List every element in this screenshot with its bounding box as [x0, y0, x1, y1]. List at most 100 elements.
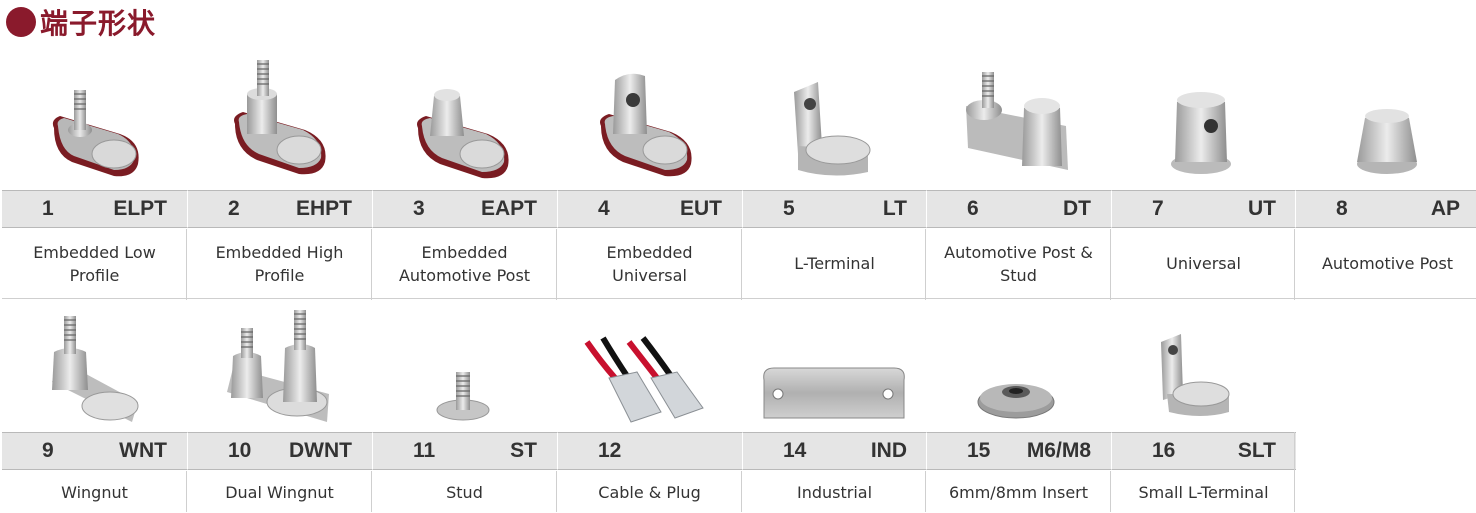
- terminal-name: Small L-Terminal: [1138, 482, 1269, 502]
- terminal-image: [557, 302, 742, 432]
- terminal-name: Wingnut: [61, 482, 128, 502]
- grid-divider: [741, 229, 742, 300]
- terminal-image: [2, 302, 187, 432]
- insert-terminal-icon: [977, 384, 1055, 419]
- terminal-number: 5: [783, 197, 795, 220]
- section-title: 端子形状: [6, 2, 156, 42]
- terminal-name: Stud: [446, 482, 483, 502]
- grid-divider: [371, 229, 372, 300]
- terminal-code: EHPT: [295, 197, 352, 220]
- terminal-code-header: 14 IND: [742, 432, 927, 470]
- bullet-dot-icon: [6, 7, 36, 37]
- terminal-name: Industrial: [796, 482, 873, 502]
- grid-divider: [1110, 229, 1111, 300]
- terminal-number: 16: [1152, 439, 1176, 462]
- terminal-code-header: 3 EAPT: [372, 190, 557, 228]
- cable-plug-icon: [584, 336, 704, 423]
- terminal-image: [372, 50, 557, 190]
- section-title-text: 端子形状: [40, 7, 157, 40]
- wingnut-terminal-icon: [52, 316, 139, 422]
- grid-divider: [186, 229, 187, 300]
- terminal-code-header: 8 AP: [1295, 190, 1476, 228]
- terminal-number: 14: [783, 439, 807, 462]
- terminal-image: [1111, 302, 1296, 432]
- terminal-code-header: 4 EUT: [557, 190, 742, 228]
- grid-divider: [1294, 432, 1295, 512]
- terminal-code: M6/M8: [1026, 439, 1091, 462]
- terminal-number: 6: [967, 197, 979, 220]
- terminal-name: Embedded Automotive Post: [372, 229, 557, 299]
- terminal-name: Universal: [1111, 229, 1296, 299]
- terminal-name: Dual Wingnut: [225, 482, 334, 502]
- terminal-code: EAPT: [480, 197, 537, 220]
- grid-divider: [556, 471, 557, 512]
- stud-terminal-icon: [436, 372, 490, 421]
- universal-terminal-icon: [1171, 92, 1231, 174]
- grid-divider: [925, 229, 926, 300]
- grid-divider: [1110, 471, 1111, 512]
- terminal-code-header: 12: [557, 432, 742, 470]
- industrial-terminal-icon: [763, 367, 905, 419]
- terminal-image: [372, 302, 557, 432]
- terminal-number: 1: [42, 197, 54, 220]
- terminal-code-header: 15 M6/M8: [926, 432, 1111, 470]
- terminal-number: 12: [598, 439, 622, 462]
- terminal-code-header: 11 ST: [372, 432, 557, 470]
- embedded-low-profile-terminal-icon: [52, 90, 139, 177]
- terminal-image: [926, 302, 1111, 432]
- terminal-code-header: 5 LT: [742, 190, 927, 228]
- terminal-number: 2: [228, 197, 240, 220]
- terminal-code-header: 16 SLT: [1111, 432, 1296, 470]
- terminal-code-header: 9 WNT: [2, 432, 187, 470]
- terminal-code: ST: [510, 439, 537, 462]
- terminal-image: [187, 302, 372, 432]
- terminal-code: LT: [882, 197, 907, 220]
- grid-divider: [925, 471, 926, 512]
- small-l-terminal-icon: [1161, 334, 1230, 416]
- terminal-image: [742, 50, 927, 190]
- terminal-code: EUT: [680, 197, 722, 220]
- terminal-name: Embedded High Profile: [187, 229, 372, 299]
- terminal-code: IND: [870, 439, 907, 462]
- terminal-code-header: 7 UT: [1111, 190, 1296, 228]
- terminal-name: Embedded Low Profile: [2, 229, 187, 299]
- terminal-name: L-Terminal: [742, 229, 927, 299]
- automotive-post-terminal-icon: [1357, 109, 1417, 174]
- terminal-image: [926, 50, 1111, 190]
- terminal-name: 6mm/8mm Insert: [948, 482, 1089, 502]
- terminal-code: UT: [1248, 197, 1276, 220]
- terminal-number: 10: [228, 439, 252, 462]
- terminal-code: DWNT: [289, 439, 352, 462]
- embedded-universal-terminal-icon: [600, 73, 692, 177]
- terminal-code-header: 10 DWNT: [187, 432, 372, 470]
- terminal-image: [557, 50, 742, 190]
- dual-wingnut-terminal-icon: [227, 310, 329, 422]
- terminal-name: Embedded Universal: [557, 229, 742, 299]
- terminal-number: 4: [598, 197, 610, 220]
- grid-divider: [186, 471, 187, 512]
- terminal-code: WNT: [119, 439, 167, 462]
- terminal-code: SLT: [1237, 439, 1276, 462]
- terminal-number: 8: [1336, 197, 1348, 220]
- embedded-automotive-post-terminal-icon: [417, 89, 509, 179]
- terminal-number: 3: [413, 197, 425, 220]
- terminal-image: [742, 302, 927, 432]
- terminal-code: AP: [1430, 197, 1460, 220]
- embedded-high-profile-terminal-icon: [234, 60, 326, 175]
- terminal-name: Automotive Post & Stud: [926, 229, 1111, 299]
- automotive-post-stud-terminal-icon: [966, 72, 1068, 170]
- terminal-image: [1111, 50, 1296, 190]
- terminal-image: [2, 50, 187, 190]
- terminal-code-header: 1 ELPT: [2, 190, 187, 228]
- terminal-image: [1295, 50, 1476, 190]
- terminal-image: [187, 50, 372, 190]
- l-terminal-icon: [794, 82, 871, 176]
- terminal-code-header: 2 EHPT: [187, 190, 372, 228]
- grid-divider: [371, 471, 372, 512]
- terminal-number: 11: [413, 439, 436, 462]
- terminal-name: Cable & Plug: [598, 482, 701, 502]
- terminal-code: DT: [1063, 197, 1091, 220]
- grid-divider: [556, 229, 557, 300]
- grid-divider: [741, 471, 742, 512]
- terminal-number: 7: [1152, 197, 1164, 220]
